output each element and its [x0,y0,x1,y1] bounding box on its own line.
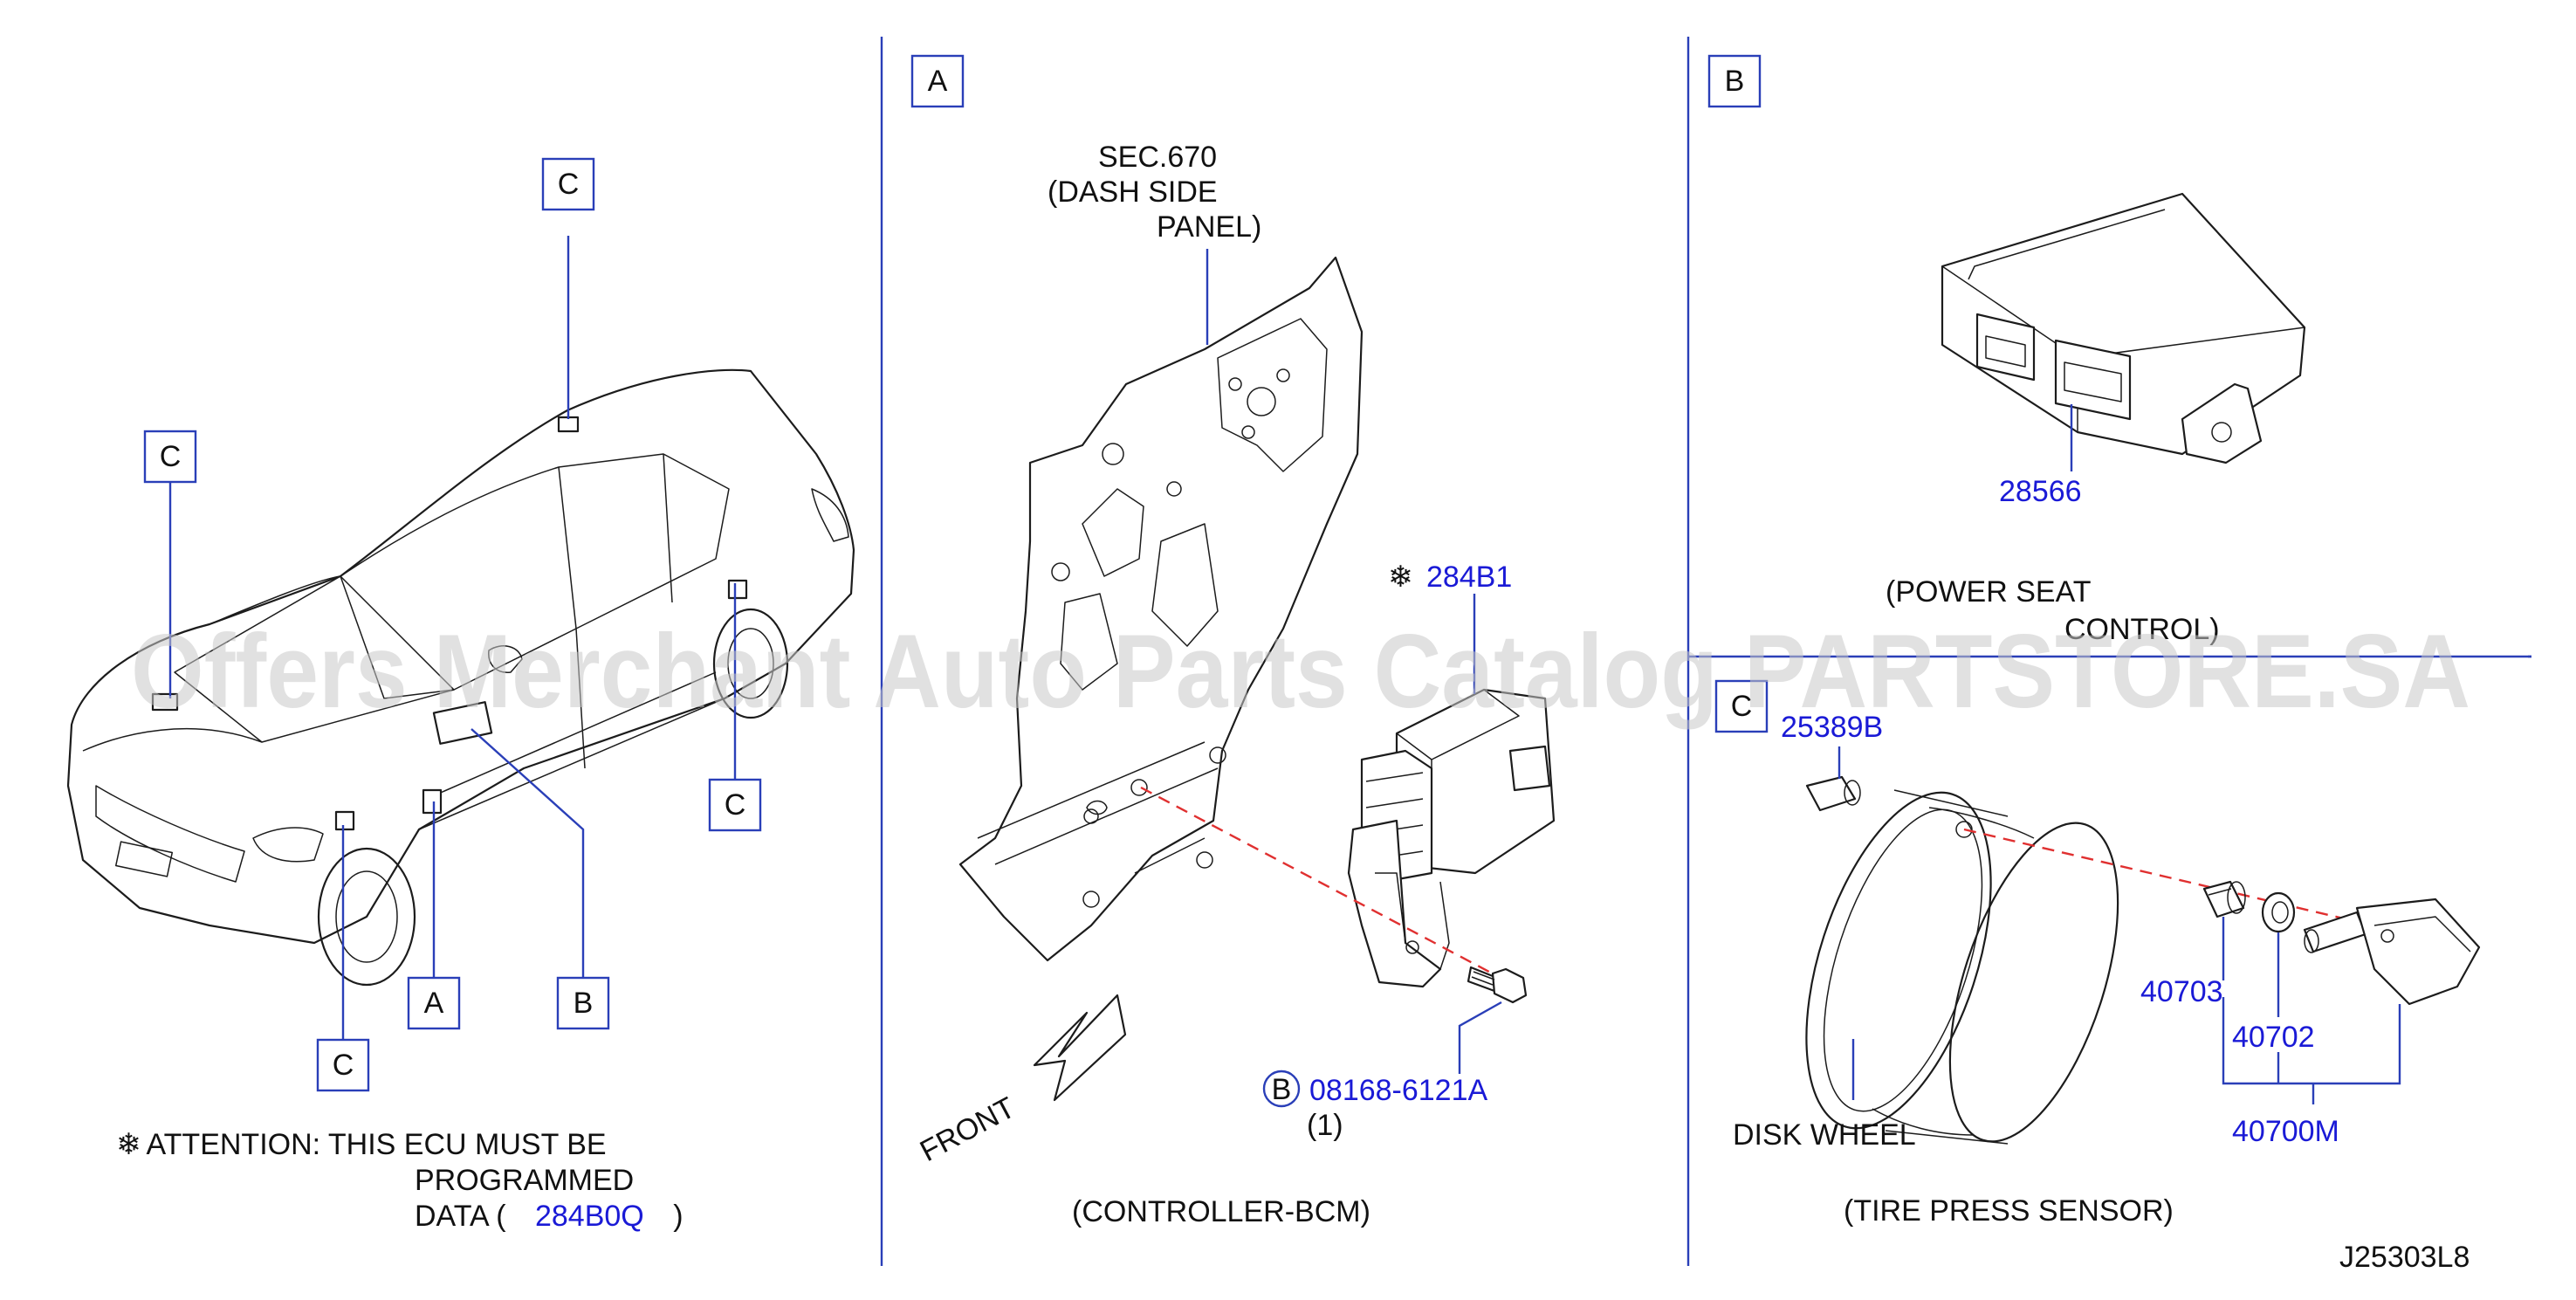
roof-sensor-marker [557,416,580,433]
bolt-quantity: (1) [1307,1109,1343,1142]
mounting-bolt-illustration [1467,966,1528,1004]
attention-note: ❄ATTENTION: THIS ECU MUST BE PROGRAMMED … [116,1128,683,1233]
sensor-nut-illustration [2202,880,2246,918]
svg-text:C: C [725,788,746,822]
section-b-caption-cont: CONTROL) [2064,613,2220,646]
section-c-leaders [2222,917,2401,1104]
front-wheel-sensor-marker [334,810,355,831]
sec-ref-desc-cont: PANEL) [1157,210,1261,244]
sensor-assembly-part-number: 40700M [2232,1115,2339,1148]
tire-pressure-sensor-illustration [2303,898,2481,1006]
grommet-part-number: 40702 [2232,1021,2315,1054]
valve-cap-illustration [1805,775,1861,812]
attention-part-number: 284B0Q [535,1200,644,1233]
svg-text:C: C [558,168,580,201]
bolt-callout: B 08168-6121A (1) [1262,1070,1488,1142]
callout-c-right: C [708,778,762,832]
sensor-alignment-line [1963,828,2393,932]
callout-c-left: C [143,430,197,484]
section-c-tag: C [1714,679,1769,733]
svg-text:❄ATTENTION: THIS ECU MUST: ❄ATTENTION: THIS ECU MUST BE [116,1128,607,1161]
nut-part-number: 40703 [2140,975,2223,1008]
sensor-grommet-illustration [2261,891,2296,933]
bcm-mounting-alignment-line [1140,786,1518,988]
dash-side-panel-illustration [958,256,1364,962]
svg-text:B: B [1272,1073,1292,1106]
overview-leaders [168,236,737,1040]
vehicle-overview-illustration [66,368,855,987]
front-direction-arrow: FRONT [915,994,1127,1169]
svg-text:A: A [928,65,948,98]
svg-text:A: A [424,987,444,1020]
svg-text:PROGRAMMED: PROGRAMMED [415,1164,634,1197]
disk-wheel-label: DISK WHEEL [1733,1118,1916,1152]
svg-text:C: C [333,1049,354,1082]
svg-text:DATA ( 284B0Q ): DATA ( 284B0Q ) [415,1200,683,1233]
diagram-code: J25303L8 [2339,1241,2470,1274]
callout-a: A [407,976,461,1030]
section-a-tag: A [910,54,965,108]
bolt-part-number: 08168-6121A [1309,1074,1488,1107]
callout-b: B [556,976,610,1030]
section-b-caption: (POWER SEAT [1886,575,2092,609]
rear-wheel-sensor-marker [727,579,748,600]
svg-text:B: B [574,987,594,1020]
power-seat-part-number: 28566 [1999,475,2082,508]
power-seat-control-module-illustration [1941,192,2306,464]
callout-c-top: C [541,157,595,211]
sec-ref-number: SEC.670 [1098,141,1217,174]
section-c-caption: (TIRE PRESS SENSOR) [1844,1194,2174,1228]
callout-c-bottom: C [316,1038,370,1092]
power-seat-location-marker [422,788,443,815]
svg-text:C: C [160,440,182,473]
valve-cap-part-number: 25389B [1781,711,1883,744]
controller-bcm-illustration [1347,688,1556,988]
watermark: Offers Merchant Auto Parts Catalog PARTS… [131,613,2470,730]
front-label: FRONT [915,1091,1020,1169]
sec-ref-desc: (DASH SIDE [1048,175,1218,209]
svg-text:C: C [1731,690,1753,723]
svg-text:B: B [1725,65,1745,98]
bcm-part-label: ❄ 284B1 [1388,561,1512,594]
bcm-part-number: 284B1 [1426,561,1512,594]
section-a-caption: (CONTROLLER-BCM) [1072,1195,1370,1228]
section-b-tag: B [1707,54,1762,108]
disk-wheel-illustration [1805,789,2119,1145]
